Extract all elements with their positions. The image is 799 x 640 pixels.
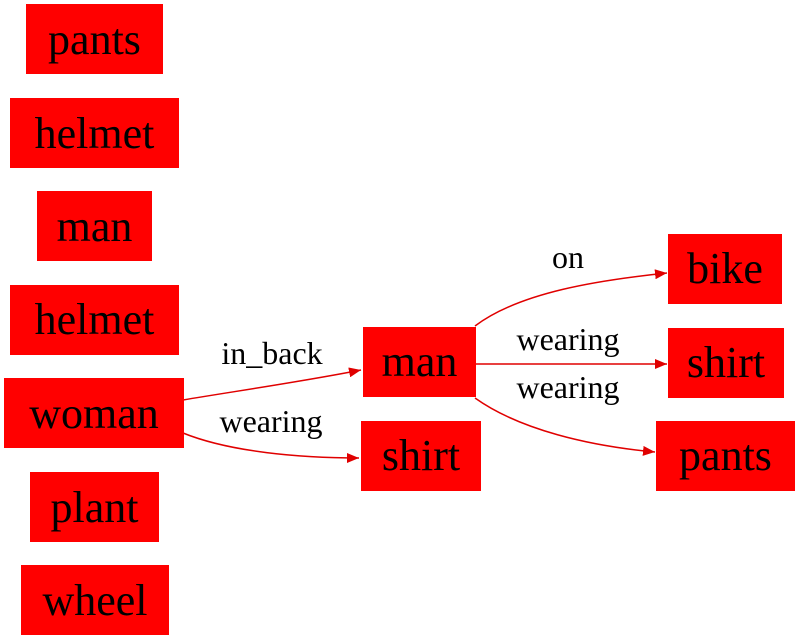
svg-text:bike: bike [687, 244, 763, 293]
svg-text:shirt: shirt [687, 338, 765, 387]
edge-label-on: on [552, 239, 584, 275]
edge-man-bike: on [474, 239, 668, 327]
svg-text:pants: pants [679, 431, 772, 480]
svg-text:shirt: shirt [382, 431, 460, 480]
node-shirt: shirt [668, 328, 784, 398]
node-plant: plant [30, 472, 159, 542]
edge-label-wearing: wearing [516, 369, 619, 405]
svg-text:woman: woman [29, 389, 159, 438]
svg-text:wheel: wheel [42, 576, 147, 625]
svg-text:helmet: helmet [35, 109, 155, 158]
edge-man-pants: wearing [474, 369, 656, 456]
node-woman: woman [4, 378, 184, 448]
svg-text:man: man [382, 337, 458, 386]
edge-woman-shirt: wearing [182, 403, 360, 463]
svg-text:plant: plant [51, 483, 139, 532]
node-pants: pants [656, 421, 795, 491]
node-bike: bike [668, 234, 782, 304]
node-helmet: helmet [10, 285, 179, 355]
node-shirt: shirt [361, 421, 481, 491]
node-pants: pants [26, 4, 163, 74]
node-man: man [363, 327, 476, 397]
edge-woman-man: in_back [182, 335, 362, 401]
svg-text:man: man [57, 202, 133, 251]
svg-text:helmet: helmet [35, 295, 155, 344]
edge-man-shirt: wearing [475, 321, 667, 369]
edge-label-wearing: wearing [516, 321, 619, 357]
node-wheel: wheel [21, 565, 169, 635]
edge-label-wearing: wearing [219, 403, 322, 439]
svg-text:pants: pants [48, 15, 141, 64]
edge-label-in-back: in_back [221, 335, 322, 371]
node-helmet: helmet [10, 98, 179, 168]
node-man: man [37, 191, 152, 261]
